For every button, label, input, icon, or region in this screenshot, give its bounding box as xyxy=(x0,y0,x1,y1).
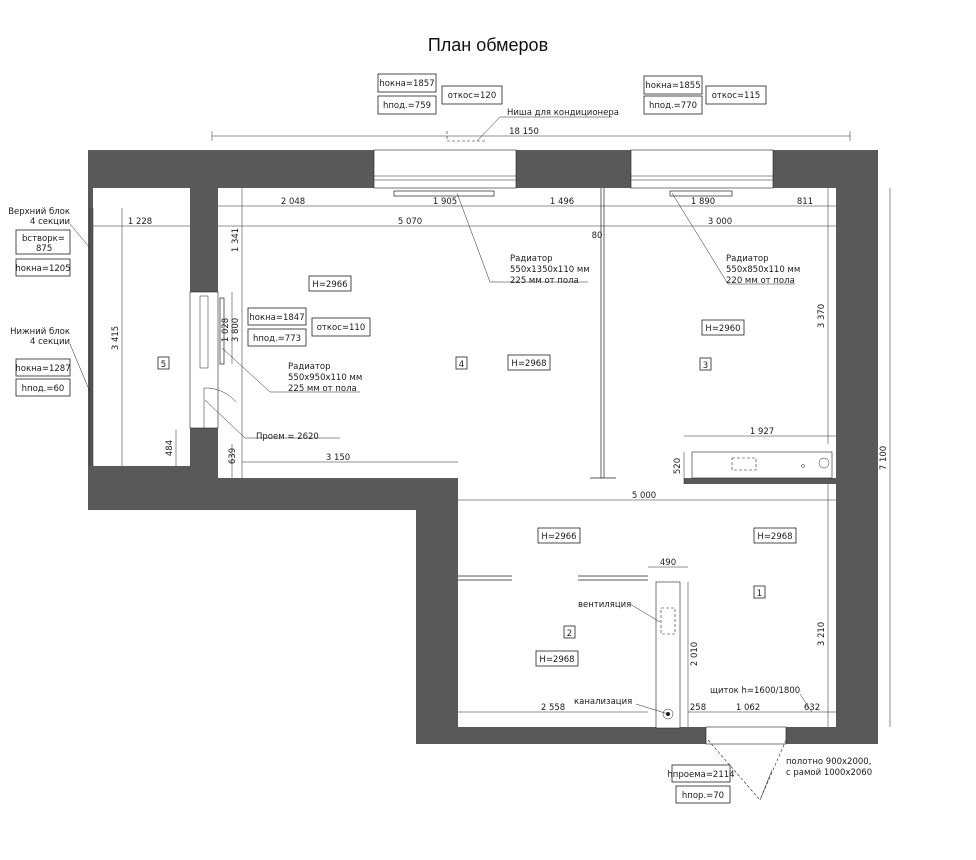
room-number-2: 2 xyxy=(567,629,572,639)
window-mid-h-pod: hпод.=773 xyxy=(253,334,301,344)
svg-text:3 370: 3 370 xyxy=(817,304,827,328)
sewer-label: канализация xyxy=(574,697,632,707)
lower-partitions xyxy=(458,575,648,581)
opening-label: Проем = 2620 xyxy=(256,432,319,442)
svg-text:H=2968: H=2968 xyxy=(539,655,574,665)
svg-text:Радиатор: Радиатор xyxy=(726,254,769,264)
svg-text:полотно 900х2000,: полотно 900х2000, xyxy=(786,757,871,767)
svg-text:Радиатор: Радиатор xyxy=(288,362,331,372)
svg-text:3 210: 3 210 xyxy=(817,622,827,646)
svg-text:490: 490 xyxy=(660,558,676,568)
svg-text:5 070: 5 070 xyxy=(398,217,422,227)
svg-text:2 048: 2 048 xyxy=(281,197,305,207)
svg-text:1 228: 1 228 xyxy=(128,217,152,227)
leader-lines xyxy=(69,116,813,801)
svg-text:H=2968: H=2968 xyxy=(511,359,546,369)
radiator-1-note: Радиатор 550х1350х110 мм 225 мм от пола xyxy=(510,254,590,286)
svg-text:2 558: 2 558 xyxy=(541,703,565,713)
svg-text:1 927: 1 927 xyxy=(750,427,774,437)
room-number-4: 4 xyxy=(459,360,464,370)
balcony-bottom-h-pod: hпод.=60 xyxy=(22,384,65,394)
ventilation-label: вентиляция xyxy=(578,600,631,610)
balcony-bottom-name: Нижний блок xyxy=(10,327,70,337)
top-windows xyxy=(373,131,774,197)
window-left-h-pod: hпод.=759 xyxy=(383,101,431,111)
svg-text:811: 811 xyxy=(797,197,813,207)
window-right-otkos: откос=115 xyxy=(712,91,761,101)
ac-niche-label: Ниша для кондиционера xyxy=(507,108,619,118)
svg-text:639: 639 xyxy=(228,448,238,464)
dimension-lines xyxy=(93,131,891,727)
balcony-bottom-sections: 4 секции xyxy=(30,337,70,347)
window-mid-h-okna: hокна=1847 xyxy=(249,313,304,323)
balcony-glazing xyxy=(89,208,94,466)
balcony-top-h-okna: hокна=1205 xyxy=(15,264,70,274)
svg-text:550х850х110 мм: 550х850х110 мм xyxy=(726,265,800,275)
svg-text:632: 632 xyxy=(804,703,820,713)
svg-text:H=2968: H=2968 xyxy=(757,532,792,542)
balcony-bottom-h-okna: hокна=1287 xyxy=(15,364,70,374)
balcony-top-name: Верхний блок xyxy=(8,207,70,217)
room-numbers: 1 2 3 4 5 xyxy=(157,356,766,639)
radiator-2-note: Радиатор 550х850х110 мм 220 мм от пола xyxy=(726,254,800,286)
svg-text:5 000: 5 000 xyxy=(632,491,656,501)
balcony-bottom-notes: Нижний блок 4 секции hокна=1287 hпод.=60 xyxy=(10,327,71,397)
svg-text:484: 484 xyxy=(165,440,175,456)
panel-label: щиток h=1600/1800 xyxy=(710,686,800,696)
balcony-top-b-stvork-value: 875 xyxy=(36,244,52,254)
window-left-otkos: откос=120 xyxy=(448,91,497,101)
window-left-h-okna: hокна=1857 xyxy=(379,79,434,89)
balcony-top-sections: 4 секции xyxy=(30,217,70,227)
dimension-values: 18 150 2 048 1 905 1 496 1 890 811 1 228… xyxy=(111,127,889,713)
entrance-door xyxy=(705,726,787,801)
svg-text:hпор.=70: hпор.=70 xyxy=(682,791,724,801)
svg-text:2 010: 2 010 xyxy=(690,642,700,666)
svg-text:1 496: 1 496 xyxy=(550,197,574,207)
room-number-1: 1 xyxy=(757,589,762,599)
window-right-notes: hокна=1855 hпод.=770 откос=115 xyxy=(643,75,767,115)
room-number-5: 5 xyxy=(161,360,166,370)
svg-text:520: 520 xyxy=(673,458,683,474)
window-left-notes: hокна=1857 hпод.=759 откос=120 xyxy=(377,73,503,115)
svg-text:7 100: 7 100 xyxy=(879,446,889,470)
radiator-3-note: Радиатор 550х950х110 мм 225 мм от пола xyxy=(288,362,362,394)
window-mid-otkos: откос=110 xyxy=(317,323,366,333)
door-notes: полотно 900х2000, с рамой 1000х2060 hпро… xyxy=(667,757,872,804)
svg-text:H=2966: H=2966 xyxy=(312,280,347,290)
partition xyxy=(590,188,616,479)
svg-text:550х950х110 мм: 550х950х110 мм xyxy=(288,373,362,383)
plan-title: План обмеров xyxy=(428,35,548,55)
svg-text:18 150: 18 150 xyxy=(509,127,539,137)
svg-text:Радиатор: Радиатор xyxy=(510,254,553,264)
balcony-top-notes: Верхний блок 4 секции bстворк= 875 hокна… xyxy=(8,207,71,277)
svg-text:220 мм от пола: 220 мм от пола xyxy=(726,276,795,286)
svg-text:80: 80 xyxy=(592,231,603,241)
svg-text:hпроема=2114: hпроема=2114 xyxy=(667,770,734,780)
window-mid-notes: hокна=1847 hпод.=773 откос=110 xyxy=(247,307,371,347)
svg-text:с рамой 1000х2060: с рамой 1000х2060 xyxy=(786,768,872,778)
svg-text:3 150: 3 150 xyxy=(326,453,350,463)
room-number-3: 3 xyxy=(703,361,708,371)
left-window xyxy=(189,291,237,429)
svg-text:H=2960: H=2960 xyxy=(705,324,740,334)
svg-text:3 800: 3 800 xyxy=(231,318,241,342)
svg-text:1 890: 1 890 xyxy=(691,197,715,207)
svg-text:1 341: 1 341 xyxy=(231,228,241,252)
svg-text:3 415: 3 415 xyxy=(111,326,121,350)
svg-text:225 мм от пола: 225 мм от пола xyxy=(288,384,357,394)
svg-text:550х1350х110 мм: 550х1350х110 мм xyxy=(510,265,590,275)
svg-text:225 мм от пола: 225 мм от пола xyxy=(510,276,579,286)
svg-text:3 000: 3 000 xyxy=(708,217,732,227)
svg-text:H=2966: H=2966 xyxy=(541,532,576,542)
svg-text:1 905: 1 905 xyxy=(433,197,457,207)
balcony-top-b-stvork: bстворк= xyxy=(22,234,65,244)
svg-text:258: 258 xyxy=(690,703,706,713)
svg-text:1 062: 1 062 xyxy=(736,703,760,713)
window-right-h-pod: hпод.=770 xyxy=(649,101,697,111)
ceiling-heights: H=2966 H=2968 H=2960 H=2966 H=2968 H=296… xyxy=(308,275,797,667)
svg-text:1 028: 1 028 xyxy=(221,318,231,342)
window-right-h-okna: hокна=1855 xyxy=(645,81,700,91)
